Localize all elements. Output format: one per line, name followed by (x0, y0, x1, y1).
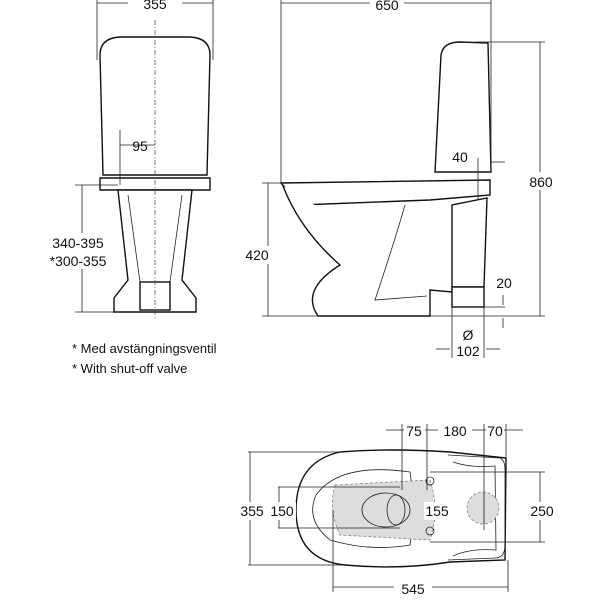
offset-label-75: 75 (406, 423, 422, 439)
note-swedish: * Med avstängningsventil (72, 341, 217, 356)
tank-width-label: 250 (530, 503, 554, 519)
bowl-width-label: 150 (270, 503, 294, 519)
tank-offset-label: 40 (452, 149, 468, 165)
height-range-label: 340-395 (52, 235, 104, 251)
total-height-label: 860 (529, 174, 553, 190)
offset-label-180: 180 (443, 423, 467, 439)
top-width-label: 355 (240, 503, 264, 519)
front-width-label: 355 (143, 0, 167, 12)
outlet-diameter-label: 102 (456, 343, 480, 359)
top-view: 355 150 155 250 545 75 180 70 (238, 422, 559, 598)
length-label: 545 (401, 581, 425, 597)
depth-label: 650 (375, 0, 399, 13)
outlet-height-label: 20 (496, 275, 512, 291)
pipe-offset-label: 95 (132, 138, 148, 154)
bolt-spacing-label: 155 (425, 503, 449, 519)
offset-label-70: 70 (487, 423, 503, 439)
diameter-symbol: Ø (463, 327, 474, 343)
seat-height-label: 420 (245, 247, 269, 263)
note-english: * With shut-off valve (72, 361, 187, 376)
height-range-alt-label: *300-355 (50, 253, 107, 269)
front-view: 355 95 340-395 *300-355 (44, 0, 214, 320)
side-view: 650 860 420 40 20 Ø 102 (240, 0, 556, 359)
